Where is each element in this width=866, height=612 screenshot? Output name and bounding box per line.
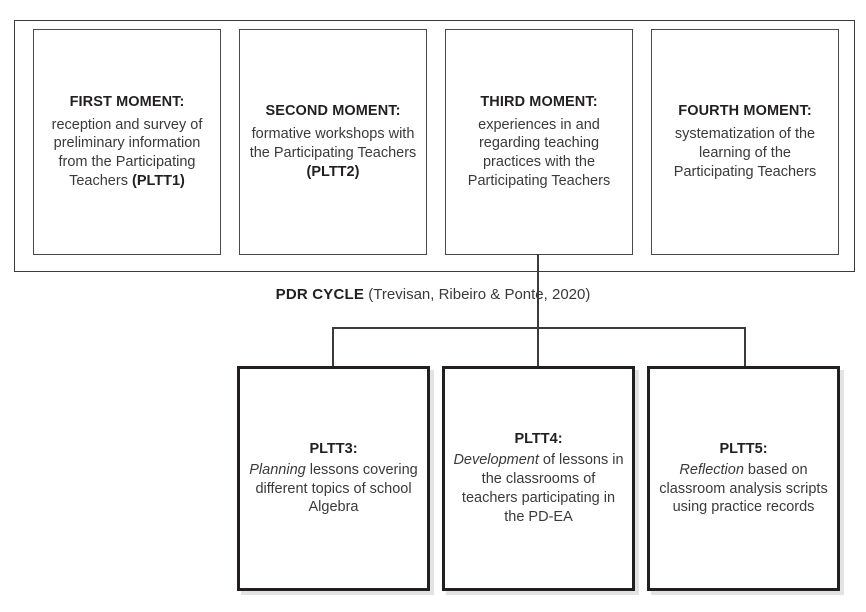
moment-body-third: experiences in and regarding teaching pr…	[453, 116, 625, 191]
stage-body-pltt4: Development of lessons in the classrooms…	[452, 451, 625, 526]
moment-title-first: FIRST MOMENT:	[69, 94, 185, 111]
stage-title-pltt4: PLTT4:	[514, 431, 563, 448]
stage-body-pltt3: Planning lessons covering different topi…	[247, 461, 420, 518]
pdr-cycle-label: PDR CYCLE (Trevisan, Ribeiro & Ponte, 20…	[0, 286, 866, 304]
stage-emphasis-pltt4: Development	[453, 452, 539, 469]
connector-drop-right	[744, 327, 746, 367]
stage-body-text-pltt4: of lessons in the classrooms of teachers…	[461, 452, 624, 525]
moment-code-second: (PLTT2)	[306, 163, 360, 180]
stage-body-text-pltt3: lessons covering different topics of sch…	[255, 461, 418, 516]
pdr-cycle-citation: (Trevisan, Ribeiro & Ponte, 2020)	[364, 286, 591, 303]
stage-emphasis-pltt3: Planning	[249, 461, 306, 478]
moment-body-text-third: experiences in and regarding teaching pr…	[467, 116, 611, 190]
stage-box-pltt5[interactable]: PLTT5: Reflection based on classroom ana…	[647, 366, 840, 591]
stage-body-pltt5: Reflection based on classroom analysis s…	[657, 461, 830, 518]
moment-title-third: THIRD MOMENT:	[480, 94, 598, 111]
stage-emphasis-pltt5: Reflection	[679, 461, 744, 478]
stage-box-pltt4[interactable]: PLTT4: Development of lessons in the cla…	[442, 366, 635, 591]
moment-code-first: (PLTT1)	[131, 173, 185, 190]
moment-box-first[interactable]: FIRST MOMENT: reception and survey of pr…	[33, 29, 221, 255]
stage-title-pltt5: PLTT5:	[719, 440, 768, 457]
stage-box-pltt3[interactable]: PLTT3: Planning lessons covering differe…	[237, 366, 430, 591]
connector-distribution-bar	[332, 327, 746, 329]
moment-body-fourth: systematization of the learning of the P…	[659, 125, 831, 182]
stage-body-text-pltt5: based on classroom analysis scripts usin…	[659, 461, 828, 516]
connector-drop-left	[332, 327, 334, 367]
moment-body-text-second: formative workshops with the Participati…	[249, 126, 417, 161]
moments-container: FIRST MOMENT: reception and survey of pr…	[14, 20, 855, 272]
moment-title-fourth: FOURTH MOMENT:	[678, 103, 812, 120]
moment-box-third[interactable]: THIRD MOMENT: experiences in and regardi…	[445, 29, 633, 255]
moment-box-second[interactable]: SECOND MOMENT: formative workshops with …	[239, 29, 427, 255]
pdr-cycle-title: PDR CYCLE	[275, 286, 365, 303]
moment-box-fourth[interactable]: FOURTH MOMENT: systematization of the le…	[651, 29, 839, 255]
moment-body-first: reception and survey of preliminary info…	[41, 116, 213, 191]
moment-body-second: formative workshops with the Participati…	[247, 125, 419, 182]
connector-trunk-line	[537, 254, 539, 366]
stage-title-pltt3: PLTT3:	[309, 440, 358, 457]
moment-body-text-first: reception and survey of preliminary info…	[51, 116, 203, 190]
moment-title-second: SECOND MOMENT:	[265, 103, 401, 120]
moment-body-text-fourth: systematization of the learning of the P…	[673, 126, 817, 180]
